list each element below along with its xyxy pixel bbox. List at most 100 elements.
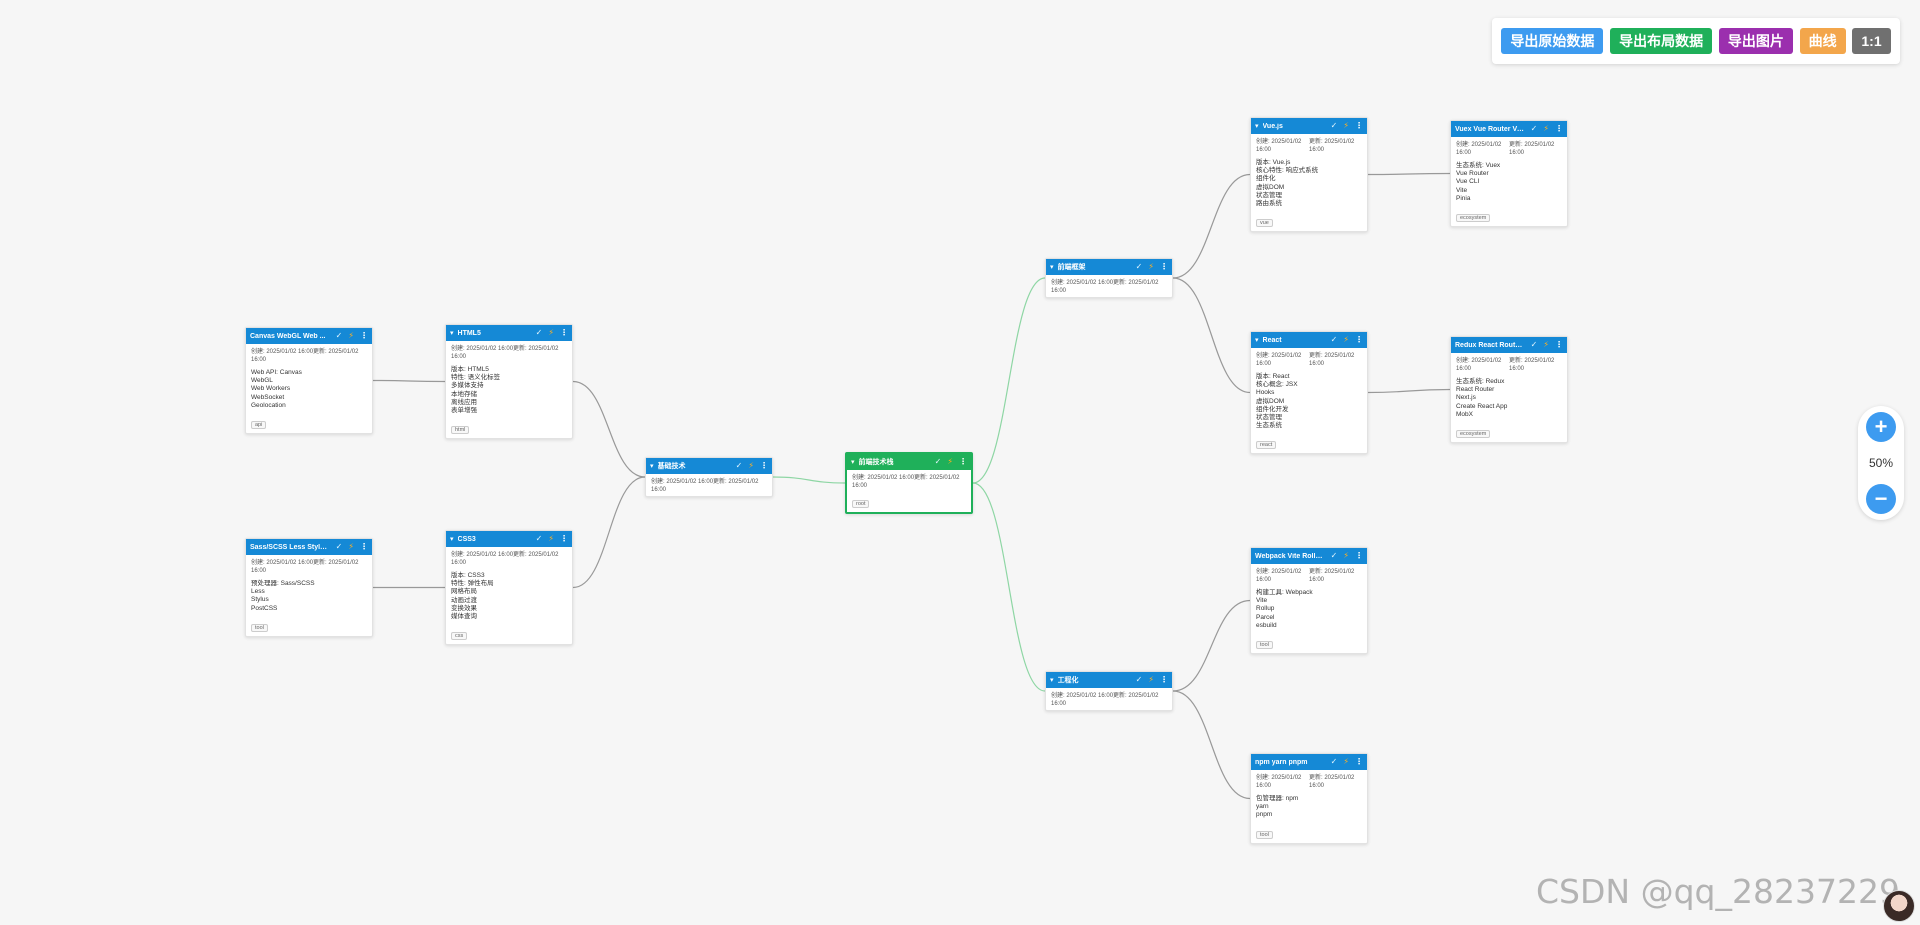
node-engineering[interactable]: ▾工程化✓⚡⋮创建: 2025/01/02 16:00更新: 2025/01/0…: [1045, 671, 1173, 711]
collapse-icon[interactable]: ▾: [450, 536, 454, 543]
node-webpack[interactable]: Webpack Vite Rollup...✓⚡⋮创建: 2025/01/02 …: [1250, 547, 1368, 655]
check-icon[interactable]: ✓: [535, 328, 543, 337]
check-icon[interactable]: ✓: [1330, 121, 1338, 130]
node-header[interactable]: ▾基础技术✓⚡⋮: [646, 458, 772, 474]
node-header[interactable]: npm yarn pnpm✓⚡⋮: [1251, 754, 1367, 770]
node-framework[interactable]: ▾前端框架✓⚡⋮创建: 2025/01/02 16:00更新: 2025/01/…: [1045, 258, 1173, 298]
node-header[interactable]: ▾HTML5 ✓ ⚡ ⋮: [446, 325, 572, 341]
check-icon[interactable]: ✓: [735, 461, 743, 470]
export-image-button[interactable]: 导出图片: [1718, 28, 1793, 54]
collapse-icon[interactable]: ▾: [1255, 337, 1259, 344]
flame-icon[interactable]: ⚡: [548, 328, 554, 337]
node-header[interactable]: ▾Vue.js✓⚡⋮: [1251, 118, 1367, 134]
node-header[interactable]: Redux React Router ...✓⚡⋮: [1451, 337, 1567, 353]
node-root[interactable]: ▾前端技术栈✓⚡⋮创建: 2025/01/02 16:00更新: 2025/01…: [845, 452, 973, 514]
node-header[interactable]: ▾React✓⚡⋮: [1251, 332, 1367, 348]
node-title: CSS3: [457, 535, 476, 543]
more-icon[interactable]: ⋮: [760, 461, 768, 470]
node-meta: 创建: 2025/01/02 16:00更新: 2025/01/02 16:00: [1051, 280, 1159, 294]
flame-icon[interactable]: ⚡: [348, 542, 354, 551]
node-canvas[interactable]: Canvas WebGL Web ...✓⚡⋮创建: 2025/01/02 16…: [245, 327, 373, 435]
node-header[interactable]: ▾CSS3 ✓ ⚡ ⋮: [446, 531, 572, 547]
node-header[interactable]: Sass/SCSS Less Stylu...✓⚡⋮: [246, 539, 372, 555]
node-tag: html: [451, 426, 470, 435]
edge-html5-canvas: [372, 379, 446, 383]
check-icon[interactable]: ✓: [934, 457, 942, 466]
check-icon[interactable]: ✓: [335, 542, 343, 551]
flame-icon[interactable]: ⚡: [548, 534, 554, 543]
more-icon[interactable]: ⋮: [1160, 262, 1168, 271]
check-icon[interactable]: ✓: [1135, 262, 1143, 271]
zoom-out-button[interactable]: −: [1866, 484, 1896, 514]
collapse-icon[interactable]: ▾: [450, 330, 454, 337]
reset-zoom-button[interactable]: 1:1: [1852, 28, 1891, 54]
flame-icon[interactable]: ⚡: [1148, 675, 1154, 684]
node-header[interactable]: Canvas WebGL Web ...✓⚡⋮: [246, 328, 372, 344]
node-tag: tool: [1256, 830, 1273, 839]
check-icon[interactable]: ✓: [1530, 124, 1538, 133]
more-icon[interactable]: ⋮: [959, 457, 967, 466]
more-icon[interactable]: ⋮: [1355, 551, 1363, 560]
collapse-icon[interactable]: ▾: [650, 463, 654, 470]
more-icon[interactable]: ⋮: [560, 534, 568, 543]
node-created: 创建: 2025/01/02 16:00: [1256, 353, 1302, 367]
collapse-icon[interactable]: ▾: [1050, 264, 1054, 271]
flame-icon[interactable]: ⚡: [1543, 124, 1549, 133]
node-header[interactable]: ▾前端技术栈✓⚡⋮: [847, 454, 971, 470]
flame-icon[interactable]: ⚡: [1343, 757, 1349, 766]
edge-engineering-npm: [1172, 690, 1251, 800]
check-icon[interactable]: ✓: [1330, 335, 1338, 344]
zoom-in-button[interactable]: +: [1866, 412, 1896, 442]
node-header[interactable]: Webpack Vite Rollup...✓⚡⋮: [1251, 548, 1367, 564]
node-header[interactable]: ▾工程化✓⚡⋮: [1046, 672, 1172, 688]
flame-icon[interactable]: ⚡: [1343, 335, 1349, 344]
collapse-icon[interactable]: ▾: [1255, 123, 1259, 130]
flame-icon[interactable]: ⚡: [348, 331, 354, 340]
more-icon[interactable]: ⋮: [360, 542, 368, 551]
node-html5[interactable]: ▾HTML5✓⚡⋮创建: 2025/01/02 16:00更新: 2025/01…: [445, 324, 573, 440]
check-icon[interactable]: ✓: [1330, 551, 1338, 560]
check-icon[interactable]: ✓: [1530, 340, 1538, 349]
more-icon[interactable]: ⋮: [1555, 340, 1563, 349]
node-header[interactable]: Vuex Vue Router Vu...✓⚡⋮: [1451, 121, 1567, 137]
node-css3[interactable]: ▾CSS3 ✓ ⚡ ⋮创建: 2025/01/02 16:00更新: 2025/01/…: [445, 530, 573, 646]
flame-icon[interactable]: ⚡: [1543, 340, 1549, 349]
more-icon[interactable]: ⋮: [1555, 124, 1563, 133]
check-icon[interactable]: ✓: [1330, 757, 1338, 766]
node-tag: api: [251, 421, 267, 430]
flame-icon[interactable]: ⚡: [1343, 121, 1349, 130]
flame-icon[interactable]: ⚡: [947, 457, 953, 466]
node-redux[interactable]: Redux React Router ...✓⚡⋮创建: 2025/01/02 …: [1450, 336, 1568, 444]
node-body: 版本: HTML5 特性: 语义化标签 多媒体支持 本地存储 离线应用 表单增强: [451, 366, 501, 415]
node-basic[interactable]: ▾基础技术✓⚡⋮创建: 2025/01/02 16:00更新: 2025/01/…: [645, 457, 773, 497]
node-title: HTML5: [457, 329, 481, 337]
curve-toggle-button[interactable]: 曲线: [1799, 28, 1846, 54]
export-layout-data-button[interactable]: 导出布局数据: [1610, 28, 1713, 54]
collapse-icon[interactable]: ▾: [851, 459, 855, 466]
flame-icon[interactable]: ⚡: [748, 461, 754, 470]
more-icon[interactable]: ⋮: [1160, 675, 1168, 684]
more-icon[interactable]: ⋮: [1355, 121, 1363, 130]
more-icon[interactable]: ⋮: [360, 331, 368, 340]
collapse-icon[interactable]: ▾: [1050, 677, 1054, 684]
more-icon[interactable]: ⋮: [1355, 757, 1363, 766]
node-header[interactable]: ▾前端框架✓⚡⋮: [1046, 259, 1172, 275]
check-icon[interactable]: ✓: [1135, 675, 1143, 684]
flame-icon[interactable]: ⚡: [1343, 551, 1349, 560]
edge-basic-css3: [572, 476, 646, 589]
more-icon[interactable]: ⋮: [1355, 335, 1363, 344]
node-vuex[interactable]: Vuex Vue Router Vu...✓⚡⋮创建: 2025/01/02 1…: [1450, 120, 1568, 228]
node-updated: 更新: 2025/01/02 16:00: [1309, 139, 1355, 153]
node-tag: vue: [1256, 219, 1273, 228]
check-icon[interactable]: ✓: [535, 534, 543, 543]
more-icon[interactable]: ⋮: [560, 328, 568, 337]
export-raw-data-button[interactable]: 导出原始数据: [1501, 28, 1604, 54]
flame-icon[interactable]: ⚡: [1148, 262, 1154, 271]
node-sass[interactable]: Sass/SCSS Less Stylu...✓⚡⋮创建: 2025/01/02…: [245, 538, 373, 637]
check-icon[interactable]: ✓: [335, 331, 343, 340]
node-meta: 创建: 2025/01/02 16:00更新: 2025/01/02 16:00: [451, 552, 559, 566]
